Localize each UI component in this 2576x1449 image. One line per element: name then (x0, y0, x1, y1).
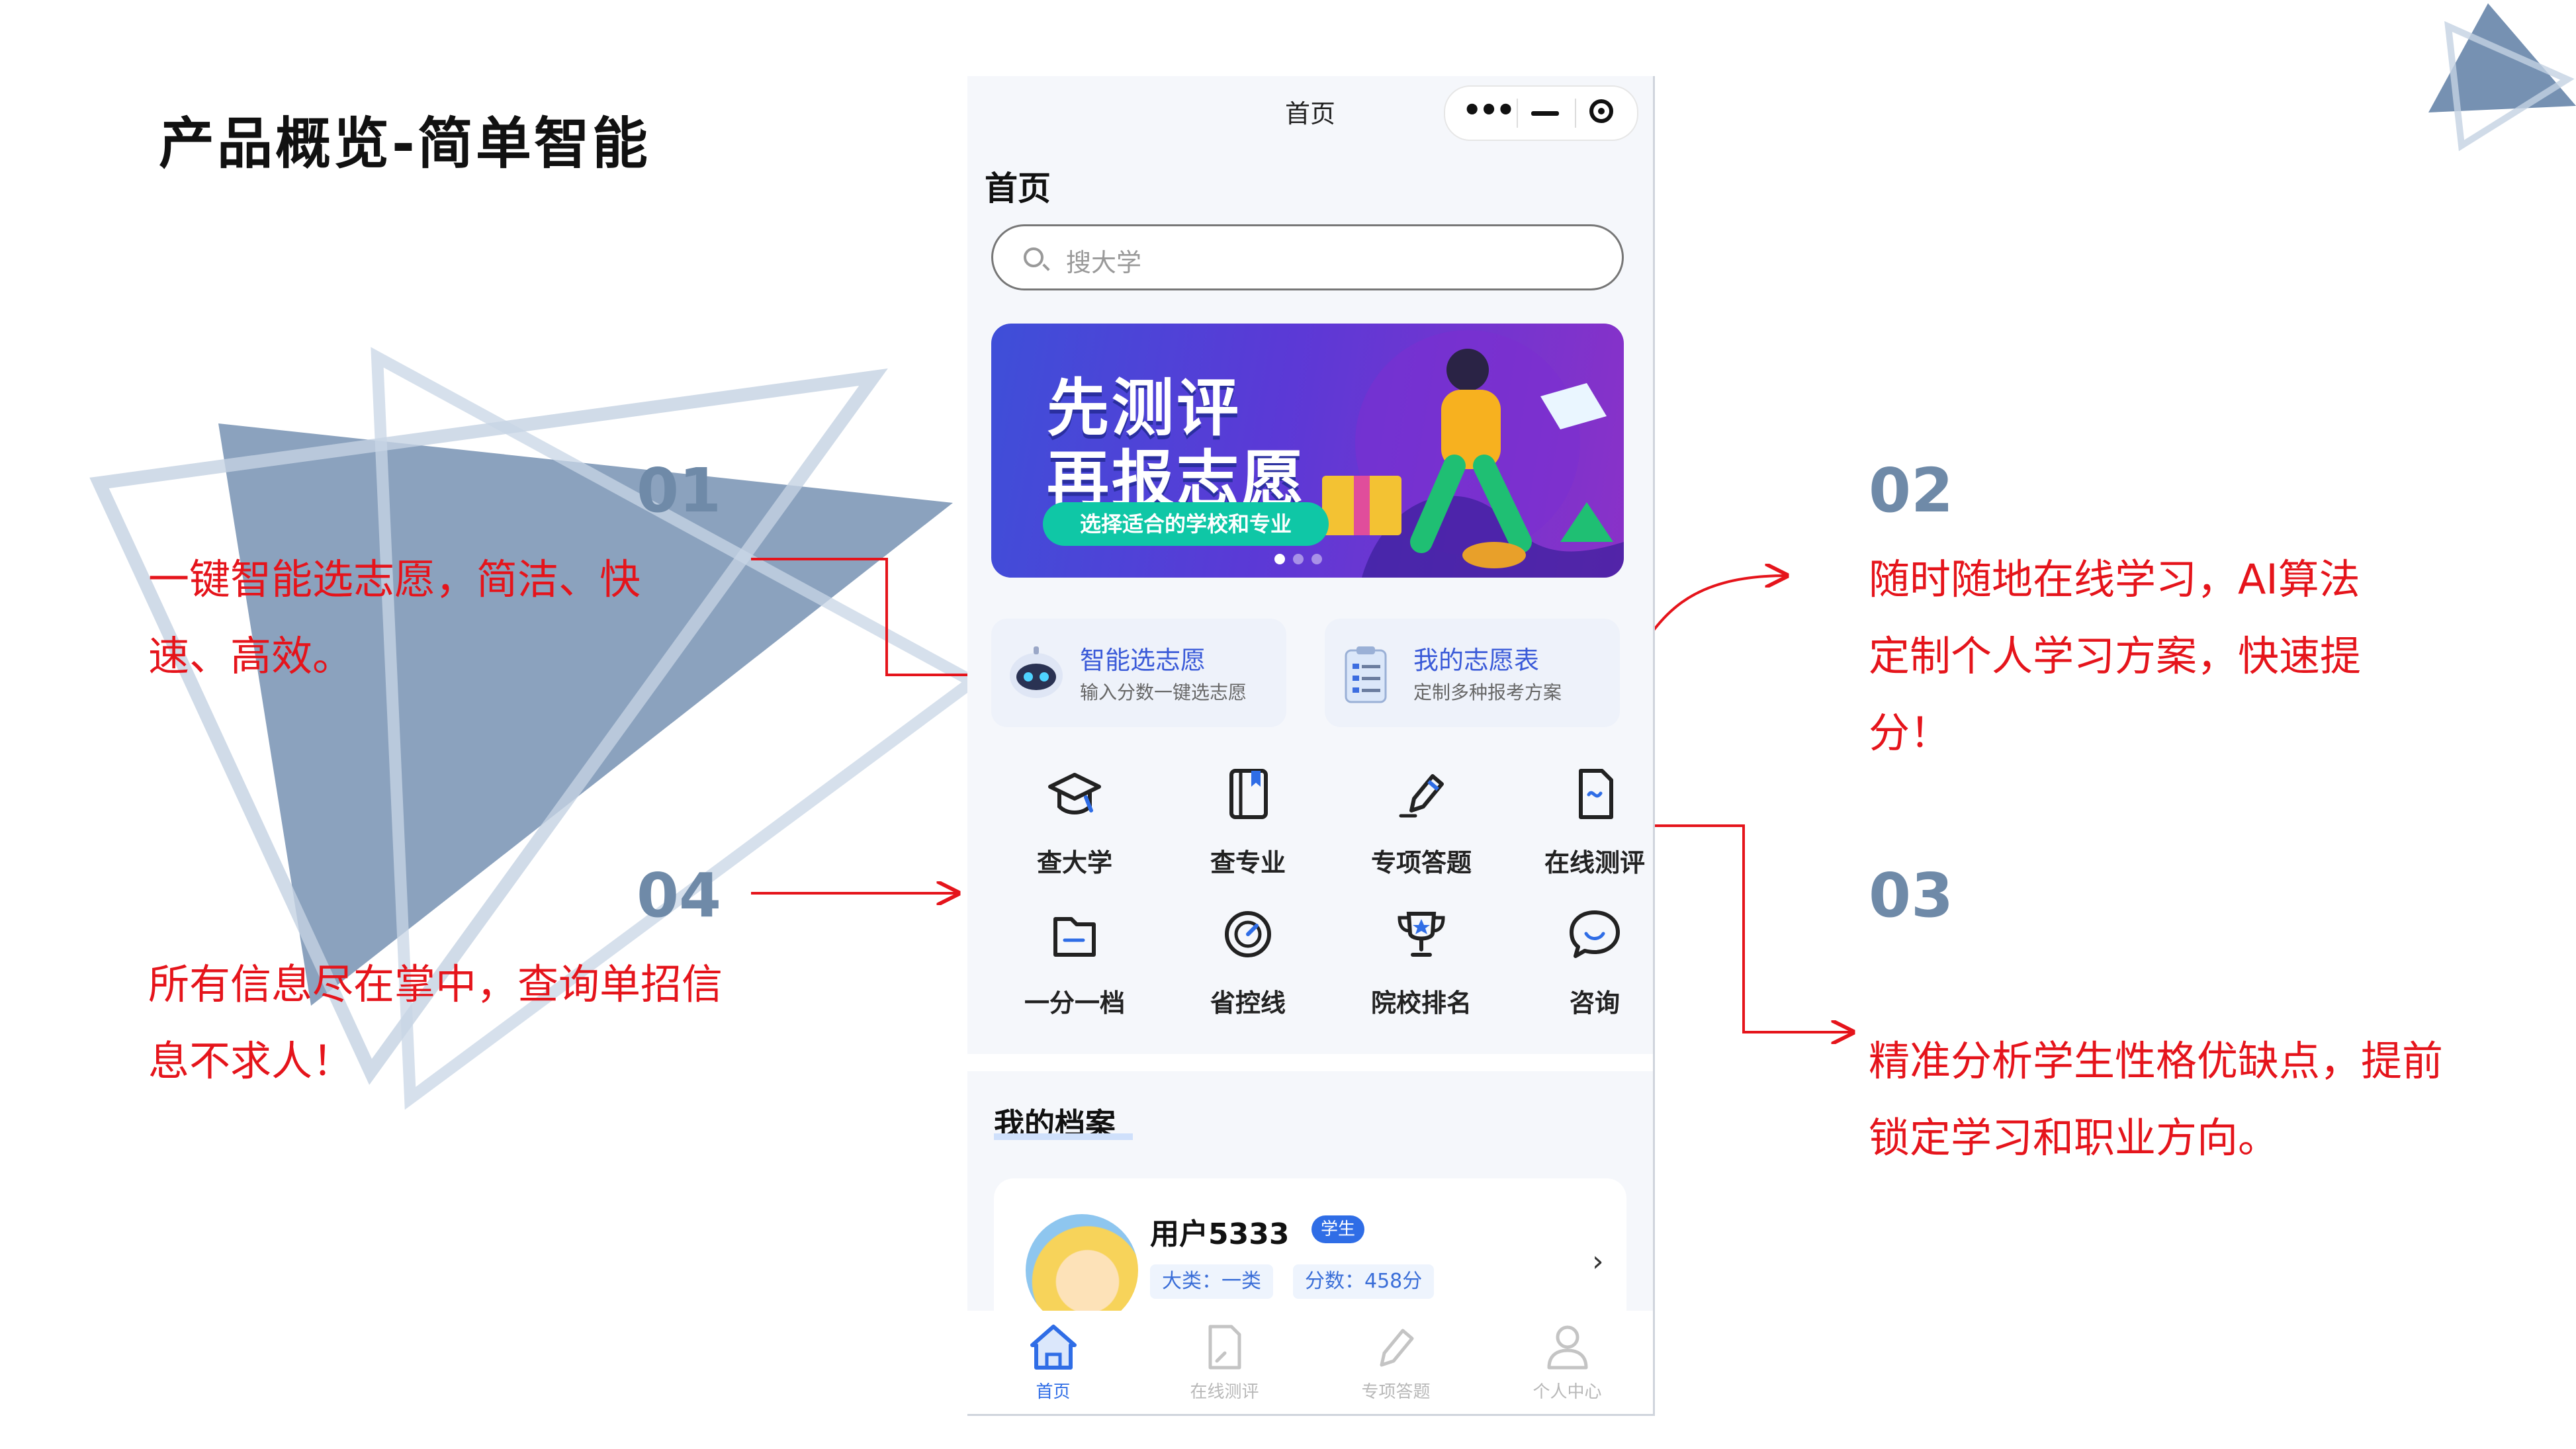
user-icon (1547, 1325, 1587, 1370)
capsule-divider (1517, 99, 1518, 128)
banner-headline-1: 先测评 (1047, 373, 1242, 445)
grid-label: 查大学 (1036, 848, 1112, 877)
tab-home[interactable]: 首页 (967, 1321, 1139, 1403)
mini-program-navbar: 首页 ••• (967, 76, 1653, 149)
folder-icon (1053, 917, 1096, 957)
grid-label: 省控线 (1210, 988, 1286, 1018)
section-divider (967, 1054, 1653, 1071)
feature-text-02: 随时随地在线学习，AI算法定制个人学习方案，快速提分！ (1869, 555, 2362, 757)
quick-card-my-plan[interactable]: 我的志愿表 定制多种报考方案 (1325, 619, 1620, 727)
role-badge: 学生 (1311, 1215, 1364, 1243)
chevron-right-icon[interactable]: › (1592, 1245, 1604, 1278)
deco-triangle-outline-2 (371, 347, 984, 1110)
feature-number-04: 04 (637, 860, 722, 931)
search-icon (1024, 247, 1044, 267)
feature-number-02: 02 (1869, 455, 1954, 526)
arrow-03 (1631, 824, 1853, 1032)
test-document-icon (1208, 1325, 1241, 1370)
capsule-menu: ••• (1444, 85, 1638, 141)
deco-triangle-outline-1 (89, 368, 888, 1085)
tab-label: 个人中心 (1532, 1382, 1602, 1402)
tab-special-quiz[interactable]: 专项答题 (1310, 1321, 1482, 1403)
quick-card-subtitle: 定制多种报考方案 (1413, 681, 1562, 703)
clipboard-list-icon (1345, 646, 1387, 703)
pencil-icon (1399, 774, 1444, 818)
chat-bubble-icon (1570, 910, 1620, 958)
capsule-divider (1575, 99, 1576, 128)
grid-item-control-line[interactable]: 省控线 (1182, 904, 1314, 1019)
banner-dot[interactable] (1311, 554, 1322, 564)
feature-text-03: 精准分析学生性格优缺点，提前锁定学习和职业方向。 (1869, 1037, 2444, 1162)
grid-item-university-ranking[interactable]: 院校排名 (1355, 904, 1488, 1019)
grid-item-special-quiz[interactable]: 专项答题 (1355, 764, 1488, 879)
quick-card-smart-select[interactable]: 智能选志愿 输入分数一键选志愿 (991, 619, 1286, 727)
banner-dot[interactable] (1293, 554, 1304, 564)
deco-triangle-large (218, 423, 953, 1006)
test-document-icon (1579, 769, 1613, 819)
home-icon (1030, 1325, 1077, 1370)
more-dots-icon[interactable]: ••• (1462, 92, 1515, 128)
feature-number-03: 03 (1869, 860, 1954, 931)
feature-text-04: 所有信息尽在掌中，查询单招信息不求人！ (148, 960, 723, 1085)
banner-subtitle-pill: 选择适合的学校和专业 (1043, 502, 1329, 546)
feature-number-01: 01 (637, 455, 722, 526)
promo-banner[interactable]: 先测评 再报志愿 选择适合的学校和专业 (991, 324, 1624, 578)
grid-item-consult[interactable]: 咨询 (1529, 904, 1653, 1019)
tab-label: 在线测评 (1190, 1382, 1259, 1402)
deco-triangle-small (2428, 3, 2576, 112)
username: 用户5333 (1150, 1217, 1290, 1251)
grid-label: 专项答题 (1370, 848, 1472, 877)
page-heading: 首页 (985, 169, 1051, 208)
grid-item-score-rank[interactable]: 一分一档 (1008, 904, 1141, 1019)
bottom-tabbar: 首页 在线测评 专项答题 个人中心 (967, 1311, 1653, 1414)
grid-label: 在线测评 (1544, 848, 1645, 877)
search-placeholder: 搜大学 (1066, 248, 1142, 277)
quick-card-subtitle: 输入分数一键选志愿 (1080, 681, 1247, 703)
pencil-icon (1380, 1329, 1413, 1367)
robot-icon (1010, 646, 1063, 698)
feature-text-01: 一键智能选志愿，简洁、快速、高效。 (148, 555, 641, 680)
grid-label: 咨询 (1569, 988, 1620, 1018)
grid-label: 查专业 (1210, 848, 1286, 877)
search-input[interactable]: 搜大学 (991, 224, 1624, 290)
trophy-icon (1398, 912, 1445, 957)
quick-card-title: 我的志愿表 (1413, 646, 1540, 675)
tab-label: 首页 (1036, 1382, 1071, 1402)
minimize-icon[interactable] (1531, 111, 1559, 116)
banner-dot[interactable] (1274, 554, 1285, 564)
tab-online-test[interactable]: 在线测评 (1139, 1321, 1310, 1403)
banner-illustration (1322, 330, 1624, 578)
category-tag: 大类：一类 (1150, 1264, 1273, 1299)
score-tag: 分数：458分 (1293, 1264, 1435, 1299)
tab-personal-center[interactable]: 个人中心 (1482, 1321, 1653, 1403)
grid-item-search-major[interactable]: 查专业 (1182, 764, 1314, 879)
gauge-icon (1225, 911, 1271, 957)
tab-label: 专项答题 (1361, 1382, 1431, 1402)
heading-underline (994, 1133, 1133, 1140)
book-icon (1229, 769, 1268, 819)
avatar (1026, 1214, 1138, 1327)
navbar-title: 首页 (1284, 99, 1335, 128)
deco-triangle-small-outline (2444, 21, 2575, 152)
graduation-cap-icon (1048, 773, 1101, 814)
quick-card-title: 智能选志愿 (1080, 646, 1206, 675)
phone-screen: 首页 ••• 首页 搜大学 先测评 再报志愿 选择适合的学校和专业 (967, 76, 1655, 1416)
grid-label: 院校排名 (1370, 988, 1472, 1018)
slide-title: 产品概览-简单智能 (159, 111, 650, 176)
grid-item-online-test[interactable]: 在线测评 (1529, 764, 1653, 879)
grid-label: 一分一档 (1024, 988, 1125, 1018)
record-circle-icon[interactable] (1589, 99, 1613, 123)
grid-item-search-university[interactable]: 查大学 (1008, 764, 1141, 879)
arrow-01 (751, 558, 1019, 675)
